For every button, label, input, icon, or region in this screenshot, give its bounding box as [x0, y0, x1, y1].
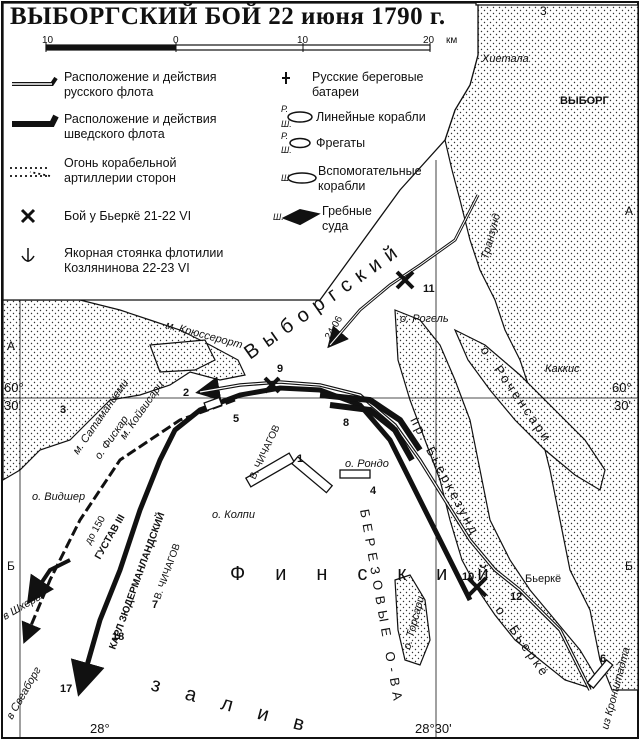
land-island-torsari — [394, 574, 431, 666]
land-island-long — [453, 328, 606, 491]
legend-anchorage: Якорная стоянка флотилии Козлянинова 22-… — [64, 246, 224, 275]
grid-label-left-b: Б — [7, 559, 15, 573]
prefix-r-2: Р. — [281, 131, 288, 141]
label-n12: 12 — [510, 591, 522, 603]
grid-label-top: 3 — [540, 4, 547, 18]
prefix-sh-3: Ш. — [281, 173, 292, 183]
legend-swedish-fleet: Расположение и действия шведского флота — [64, 112, 217, 141]
scale-tick-twenty: 20 — [423, 35, 435, 46]
grid-label-left-a: А — [7, 339, 15, 353]
scale-tick-ten: 10 — [297, 35, 309, 46]
grid-label-right-a: А — [625, 204, 633, 218]
swedish-fleet-paths — [21, 385, 473, 697]
swedish-fleet-symbol — [12, 114, 59, 127]
legend-auxiliary: Вспомогательные корабли — [318, 164, 422, 193]
place-hietala: Хиетала — [481, 53, 529, 65]
label-n11: 11 — [423, 283, 435, 295]
lat-right: 60° — [612, 380, 632, 395]
swedish-path-escape — [26, 558, 71, 605]
legend-artillery-fire: Огонь корабельной артиллерии сторон — [64, 156, 177, 185]
ship-line-symbol — [287, 111, 313, 123]
prefix-sh-2: Ш. — [281, 145, 292, 155]
russian-fleet-paths — [195, 194, 592, 691]
legend-coastal-batteries: Русские береговые батареи — [312, 70, 424, 99]
legend-battle-bierke: Бой у Бьеркё 21-22 VI — [64, 209, 192, 223]
lat-right2: 30' — [614, 398, 631, 413]
prefix-sh-1: Ш. — [281, 119, 292, 129]
place-bierke: Бьеркё — [525, 573, 561, 585]
scale-tick-left: 10 — [42, 35, 54, 46]
label-n10: 10 — [462, 571, 474, 583]
label-chichagov-2: В. ЧИЧАГОВ — [152, 542, 183, 601]
scale-unit: км — [446, 35, 458, 46]
place-rogel: о. Рогель — [400, 313, 449, 325]
legend-box — [2, 2, 479, 301]
grid-label-right-b: Б — [625, 559, 633, 573]
place-sveaborg: в Свеаборг — [4, 665, 44, 722]
legend-rowing-vessels: Гребные суда — [322, 204, 372, 233]
label-n17: 17 — [60, 683, 72, 695]
label-n1: 1 — [297, 453, 303, 465]
lat-left: 60° — [4, 380, 24, 395]
place-vidshyor: о. Видшер — [32, 491, 85, 503]
label-n6: 6 — [600, 653, 606, 665]
frigate-symbol — [289, 137, 311, 149]
legend-frigates: Фрегаты — [316, 136, 366, 150]
place-kakkis: Каккис — [545, 363, 580, 375]
label-n2: 2 — [183, 387, 189, 399]
legend-symbols — [10, 72, 321, 262]
legend-ships-of-line: Линейные корабли — [316, 110, 426, 124]
label-n9: 9 — [277, 363, 283, 375]
battery-symbol — [282, 72, 290, 84]
land-areas — [2, 4, 639, 691]
scale-bar — [45, 43, 431, 52]
legend-russian-fleet: Расположение и действия русского флота — [64, 70, 217, 99]
lon-left: 28° — [90, 721, 110, 736]
bay-finsky: Финский — [230, 563, 519, 585]
auxiliary-symbol — [287, 172, 317, 184]
label-date: 24.06 — [323, 314, 345, 342]
label-n5: 5 — [233, 413, 239, 425]
lat-left2: 30' — [4, 398, 21, 413]
place-kolpi: о. Колпи — [212, 509, 255, 521]
map-title: ВЫБОРГСКИЙ БОЙ 22 июня 1790 г. — [10, 3, 446, 30]
place-vyborg: ВЫБОРГ — [560, 95, 610, 107]
battle-cross-symbol — [20, 208, 36, 224]
label-n3: 3 — [60, 404, 66, 416]
label-n4: 4 — [370, 485, 377, 497]
rowboat-symbol — [281, 208, 321, 226]
lon-right: 28°30' — [415, 721, 452, 736]
anchor-symbol — [21, 248, 35, 262]
land-cape-koyvisari — [149, 339, 216, 373]
scale-tick-zero: 0 — [173, 35, 179, 46]
label-n8: 8 — [343, 417, 349, 429]
fire-symbol — [10, 167, 51, 177]
prefix-sh-4: Ш. — [273, 212, 284, 222]
label-n7: 7 — [152, 599, 158, 611]
battle-crosses — [263, 270, 488, 598]
bay-zaliv: залив — [149, 674, 332, 740]
swedish-path-main — [70, 385, 473, 697]
ship-positions — [203, 392, 614, 689]
place-rond: о. Рондо — [345, 458, 389, 470]
label-n18: 18 — [112, 631, 124, 643]
prefix-r-1: Р. — [281, 104, 288, 114]
